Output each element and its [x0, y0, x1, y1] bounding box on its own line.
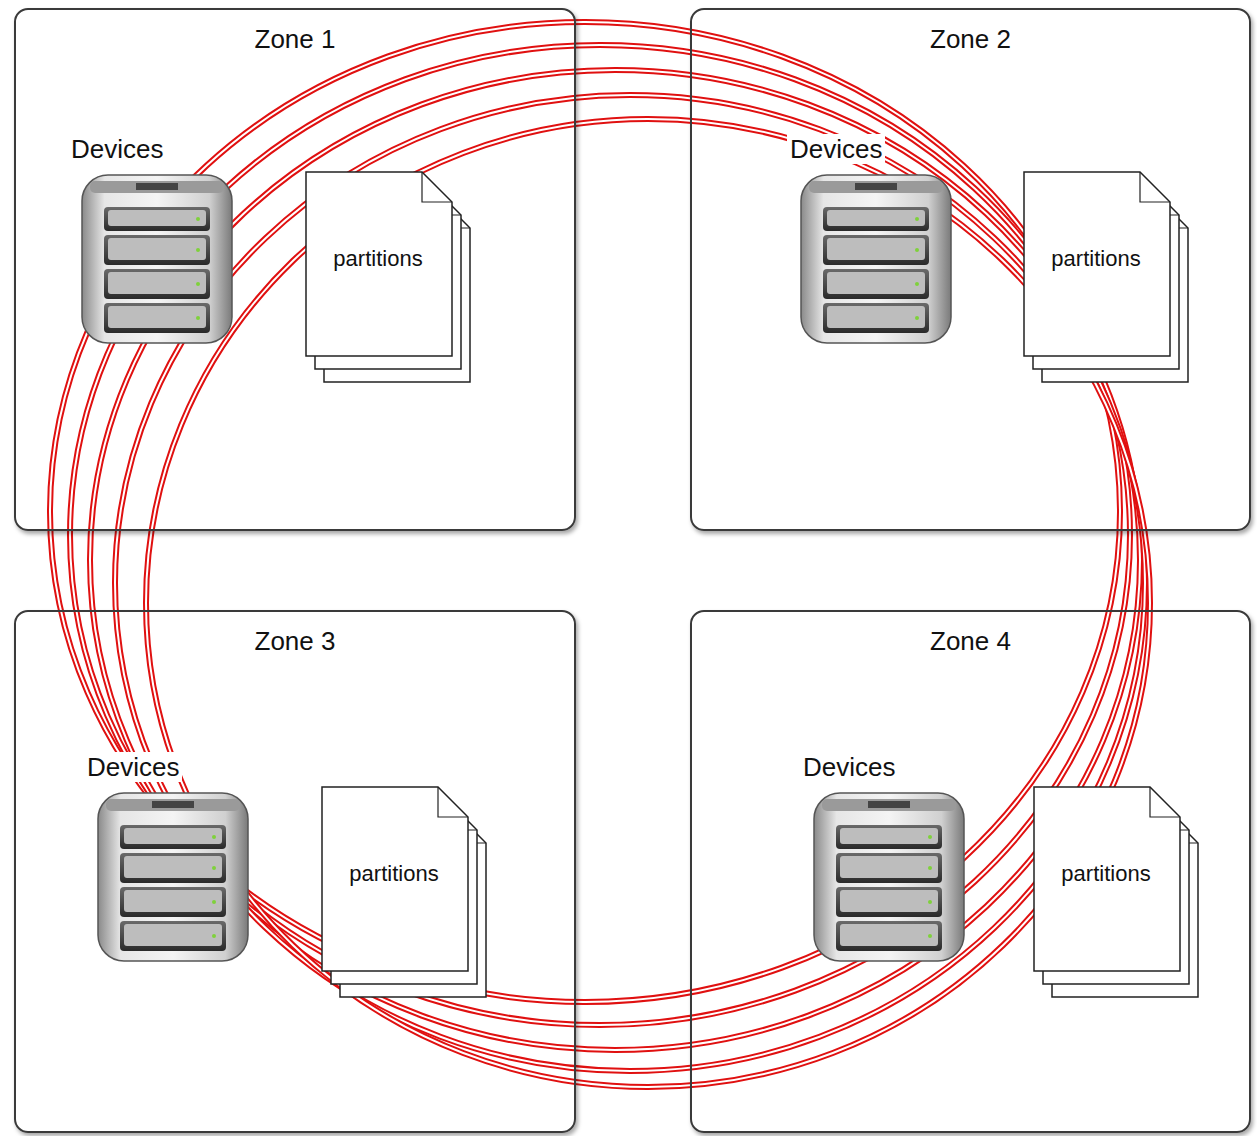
server-icon	[810, 791, 970, 967]
partitions-document: partitions	[304, 170, 474, 385]
document-stack-icon	[1022, 170, 1192, 385]
document-label-line: partitions	[304, 246, 452, 272]
document-label: partitions	[1048, 246, 1143, 271]
server-icon	[78, 173, 238, 349]
zone-title-line: Zone 4	[692, 626, 1249, 657]
device-server: Devices	[800, 752, 960, 969]
device-label: Devices	[68, 134, 166, 164]
partitions-document: partitions	[320, 785, 490, 1000]
device-server: Devices	[84, 752, 244, 969]
zone-title: Zone 2	[927, 24, 1014, 54]
device-label-line: Devices	[84, 752, 244, 783]
ring-outer	[90, 70, 1140, 1050]
document-stack-icon	[304, 170, 474, 385]
partitions-document: partitions	[1032, 785, 1202, 1000]
zone-title: Zone 1	[252, 24, 339, 54]
zone-title: Zone 3	[252, 626, 339, 656]
zone-box: Zone 2 Devices partitions	[690, 8, 1251, 531]
partitions-document: partitions	[1022, 170, 1192, 385]
device-server: Devices	[787, 134, 947, 351]
server-icon	[797, 173, 957, 349]
document-label-line: partitions	[320, 861, 468, 887]
ring-outer	[50, 22, 1120, 1002]
ring-core	[90, 70, 1140, 1050]
zone-box: Zone 3 Devices partitions	[14, 610, 576, 1133]
document-label: partitions	[1058, 861, 1153, 886]
document-label-line: partitions	[1032, 861, 1180, 887]
ring-core	[70, 45, 1130, 1025]
server-icon	[94, 791, 254, 967]
device-label: Devices	[84, 752, 182, 782]
document-label: partitions	[330, 246, 425, 271]
ring-outer	[70, 45, 1130, 1025]
device-label: Devices	[800, 752, 898, 782]
device-server: Devices	[68, 134, 228, 351]
ring-core	[146, 119, 1150, 1087]
zone-title-line: Zone 2	[692, 24, 1249, 55]
zone-title-line: Zone 1	[16, 24, 574, 55]
ring-core	[50, 22, 1120, 1002]
zone-box: Zone 1 Devices partitions	[14, 8, 576, 531]
zone-title-line: Zone 3	[16, 626, 574, 657]
document-label-line: partitions	[1022, 246, 1170, 272]
zone-title: Zone 4	[927, 626, 1014, 656]
device-label-line: Devices	[800, 752, 960, 783]
document-stack-icon	[1032, 785, 1202, 1000]
ring-outer	[146, 119, 1150, 1087]
zone-box: Zone 4 Devices partitions	[690, 610, 1251, 1133]
device-label: Devices	[787, 134, 885, 164]
document-label: partitions	[346, 861, 441, 886]
device-label-line: Devices	[68, 134, 228, 165]
document-stack-icon	[320, 785, 490, 1000]
device-label-line: Devices	[787, 134, 947, 165]
